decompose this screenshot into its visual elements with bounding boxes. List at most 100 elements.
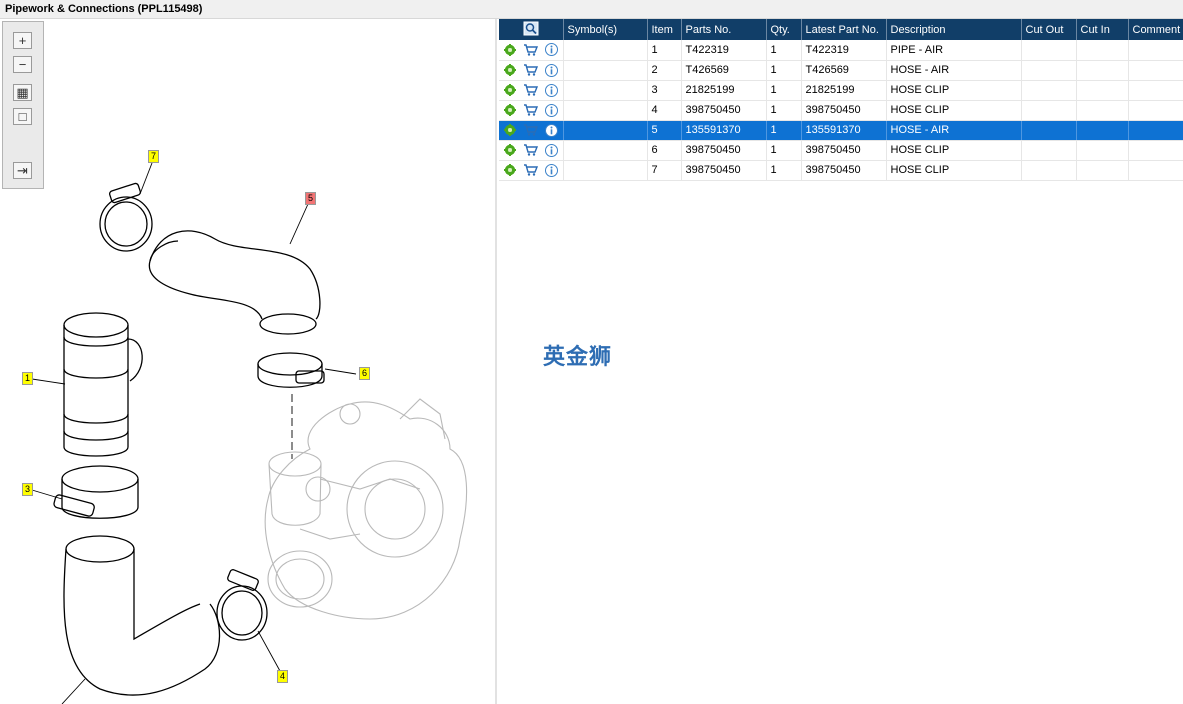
column-header-description[interactable]: Description (886, 19, 1022, 40)
part-hose-air-2 (63, 535, 221, 696)
description-cell: PIPE - AIR (886, 40, 1022, 61)
turbocharger-reference (264, 398, 468, 620)
cut-in-cell (1076, 120, 1129, 141)
cut-in-cell (1076, 140, 1129, 161)
table-row[interactable]: 2 T426569 1 T426569 HOSE - AIR (499, 60, 1183, 81)
cut-out-cell (1021, 100, 1077, 121)
row-actions-cell (499, 100, 564, 121)
export-button[interactable]: ⇥ (13, 162, 32, 179)
column-header-qty[interactable]: Qty. (766, 19, 802, 40)
search-icon[interactable] (523, 21, 539, 36)
table-row[interactable]: 6 398750450 1 398750450 HOSE CLIP (499, 140, 1183, 161)
qty-cell: 1 (766, 160, 802, 181)
table-row[interactable]: 3 21825199 1 21825199 HOSE CLIP (499, 80, 1183, 101)
cart-icon[interactable] (523, 84, 539, 96)
part-hose-clip-4 (216, 569, 268, 641)
callout-1[interactable]: 1 (22, 372, 34, 385)
table-row[interactable]: 4 398750450 1 398750450 HOSE CLIP (499, 100, 1183, 121)
table-row[interactable]: 1 T422319 1 T422319 PIPE - AIR (499, 40, 1183, 61)
plus-icon: + (18, 33, 27, 48)
row-actions-cell (499, 140, 564, 161)
callout-4[interactable]: 4 (277, 670, 289, 683)
part-hose-clip-6 (257, 352, 325, 388)
callout-5[interactable]: 5 (305, 192, 317, 205)
info-icon[interactable] (545, 163, 559, 177)
cut-in-cell (1076, 60, 1129, 81)
gear-icon[interactable] (504, 144, 516, 156)
parts-grid-pane: Symbol(s) Item Parts No. Qty. Latest Par… (499, 19, 1183, 704)
latest-part-no-cell: T422319 (801, 40, 887, 61)
description-cell: HOSE CLIP (886, 80, 1022, 101)
zoom-out-button[interactable]: − (13, 56, 32, 73)
column-header-parts-no[interactable]: Parts No. (681, 19, 767, 40)
cart-icon[interactable] (523, 164, 539, 176)
parts-no-cell: 398750450 (681, 100, 767, 121)
info-icon[interactable] (545, 63, 559, 77)
row-actions-cell (499, 60, 564, 81)
info-icon[interactable] (545, 123, 559, 137)
table-row[interactable]: 7 398750450 1 398750450 HOSE CLIP (499, 160, 1183, 181)
diagram-pane[interactable]: + − ▦ □ ⇥ (0, 19, 497, 704)
header-search-cell[interactable] (499, 19, 564, 40)
item-cell: 7 (647, 160, 682, 181)
column-header-cut-in[interactable]: Cut In (1076, 19, 1129, 40)
item-cell: 4 (647, 100, 682, 121)
row-actions-cell (499, 120, 564, 141)
info-icon[interactable] (545, 143, 559, 157)
comment-cell (1128, 140, 1183, 161)
window-title-bar: Pipework & Connections (PPL115498) (0, 0, 1183, 19)
column-header-cut-out[interactable]: Cut Out (1021, 19, 1077, 40)
cart-icon[interactable] (523, 144, 539, 156)
info-icon[interactable] (545, 43, 559, 57)
fit-page-button[interactable]: □ (13, 108, 32, 125)
zoom-in-button[interactable]: + (13, 32, 32, 49)
window-title: Pipework & Connections (PPL115498) (5, 3, 203, 15)
gear-icon[interactable] (504, 64, 516, 76)
cut-in-cell (1076, 100, 1129, 121)
gear-icon[interactable] (504, 164, 516, 176)
table-header-row: Symbol(s) Item Parts No. Qty. Latest Par… (499, 19, 1183, 40)
symbols-cell (563, 80, 648, 101)
symbols-cell (563, 100, 648, 121)
latest-part-no-cell: 398750450 (801, 100, 887, 121)
column-header-comment[interactable]: Comment (1128, 19, 1183, 40)
latest-part-no-cell: 21825199 (801, 80, 887, 101)
row-actions-cell (499, 40, 564, 61)
callout-3[interactable]: 3 (22, 483, 34, 496)
column-header-item[interactable]: Item (647, 19, 682, 40)
cut-out-cell (1021, 80, 1077, 101)
callout-6[interactable]: 6 (359, 367, 371, 380)
info-icon[interactable] (545, 103, 559, 117)
callout-7[interactable]: 7 (148, 150, 160, 163)
column-header-latest-part-no[interactable]: Latest Part No. (801, 19, 887, 40)
comment-cell (1128, 60, 1183, 81)
cart-icon[interactable] (523, 104, 539, 116)
item-cell: 6 (647, 140, 682, 161)
cart-icon[interactable] (523, 44, 539, 56)
cart-icon[interactable] (523, 64, 539, 76)
cart-icon[interactable] (523, 124, 539, 136)
qty-cell: 1 (766, 120, 802, 141)
description-cell: HOSE CLIP (886, 100, 1022, 121)
table-row[interactable]: 5 135591370 1 135591370 HOSE - AIR (499, 120, 1183, 141)
latest-part-no-cell: 135591370 (801, 120, 887, 141)
parts-no-cell: 398750450 (681, 140, 767, 161)
symbols-cell (563, 60, 648, 81)
gear-icon[interactable] (504, 124, 516, 136)
fit-all-button[interactable]: ▦ (13, 84, 32, 101)
gear-icon[interactable] (504, 43, 516, 56)
gear-icon[interactable] (504, 84, 516, 96)
column-header-symbols[interactable]: Symbol(s) (563, 19, 648, 40)
item-cell: 2 (647, 60, 682, 81)
row-actions-cell (499, 80, 564, 101)
qty-cell: 1 (766, 100, 802, 121)
latest-part-no-cell: 398750450 (801, 160, 887, 181)
symbols-cell (563, 40, 648, 61)
description-cell: HOSE - AIR (886, 60, 1022, 81)
comment-cell (1128, 40, 1183, 61)
gear-icon[interactable] (504, 104, 516, 116)
cut-out-cell (1021, 40, 1077, 61)
grid-icon: ▦ (16, 85, 29, 100)
info-icon[interactable] (545, 83, 559, 97)
latest-part-no-cell: T426569 (801, 60, 887, 81)
